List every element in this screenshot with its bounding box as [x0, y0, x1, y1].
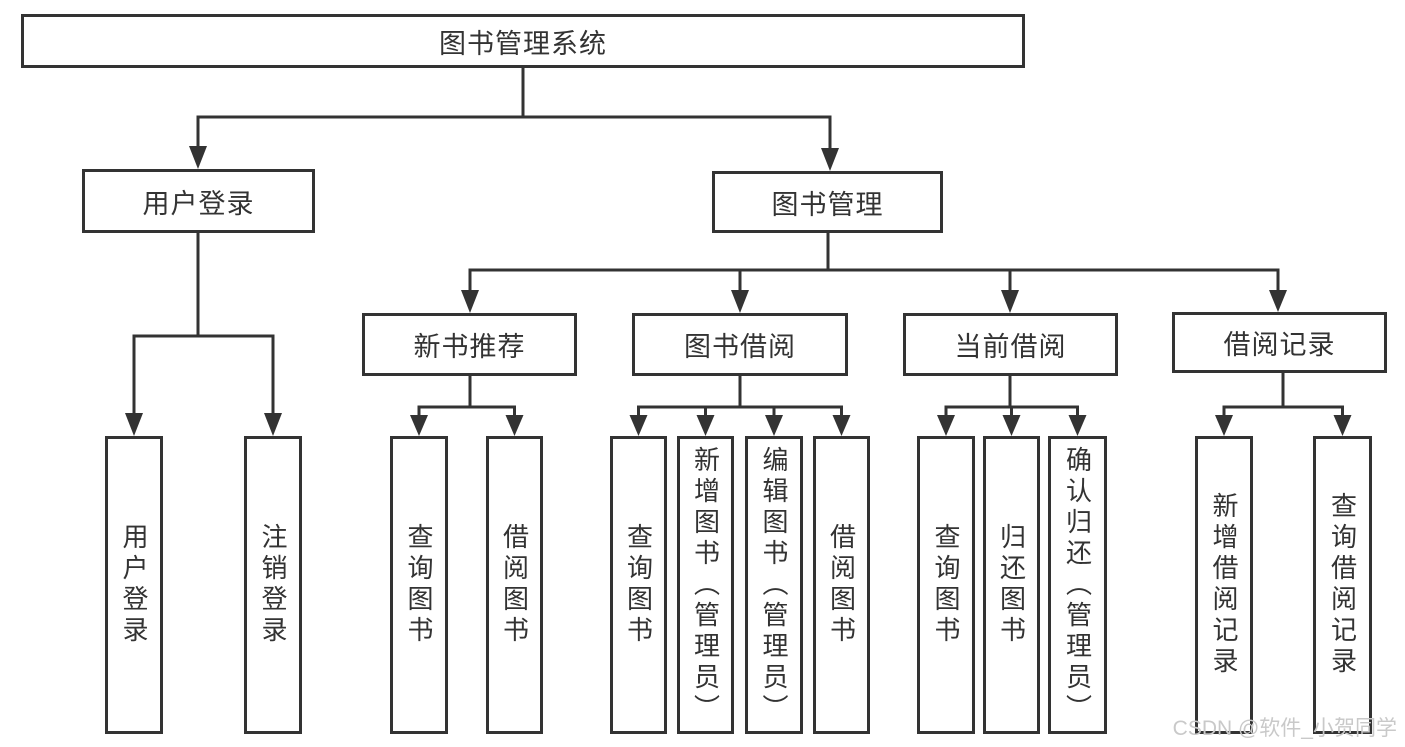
leaf-current-query-book-label: 查询图书	[931, 523, 961, 647]
leaf-recommend-query-book: 查询图书	[390, 436, 448, 734]
connector-root	[189, 68, 839, 171]
node-new-book-recommend: 新书推荐	[362, 313, 577, 376]
connector-book-borrow	[629, 376, 851, 436]
leaf-current-return-book: 归还图书	[983, 436, 1040, 734]
leaf-borrow-borrow-book: 借阅图书	[813, 436, 870, 734]
leaf-record-query-record-label: 查询借阅记录	[1327, 492, 1358, 678]
node-book-borrow: 图书借阅	[632, 313, 848, 376]
leaf-borrow-add-book-admin: 新增图书（管理员）	[677, 436, 734, 734]
leaf-current-return-book-label: 归还图书	[996, 523, 1027, 647]
leaf-user-login: 用户登录	[105, 436, 163, 734]
node-current-borrow: 当前借阅	[903, 313, 1118, 376]
leaf-borrow-edit-book-admin-label: 编辑图书（管理员）	[759, 445, 789, 725]
leaf-current-query-book: 查询图书	[917, 436, 975, 734]
leaf-recommend-query-book-label: 查询图书	[404, 523, 434, 647]
leaf-record-add-record: 新增借阅记录	[1195, 436, 1253, 734]
connector-new-book-recommend	[410, 376, 524, 436]
node-borrow-record: 借阅记录	[1172, 312, 1387, 373]
node-root-system: 图书管理系统	[21, 14, 1025, 68]
leaf-borrow-query-book-label: 查询图书	[623, 523, 654, 647]
csdn-watermark: CSDN @软件_小贺同学	[1172, 717, 1397, 740]
leaf-record-add-record-label: 新增借阅记录	[1209, 492, 1239, 678]
connector-user-login	[125, 233, 282, 436]
connector-book-mgmt	[461, 233, 1287, 313]
leaf-borrow-query-book: 查询图书	[610, 436, 667, 734]
leaf-recommend-borrow-book-label: 借阅图书	[499, 523, 530, 647]
leaf-borrow-edit-book-admin: 编辑图书（管理员）	[745, 436, 803, 734]
leaf-recommend-borrow-book: 借阅图书	[486, 436, 543, 734]
node-book-mgmt: 图书管理	[712, 171, 943, 233]
leaf-logout-label: 注销登录	[258, 523, 288, 647]
leaf-current-confirm-return-admin: 确认归还（管理员）	[1048, 436, 1107, 734]
node-user-login: 用户登录	[82, 169, 315, 233]
connector-current-borrow	[937, 376, 1087, 436]
leaf-record-query-record: 查询借阅记录	[1313, 436, 1372, 734]
leaf-borrow-borrow-book-label: 借阅图书	[826, 523, 857, 647]
leaf-borrow-add-book-admin-label: 新增图书（管理员）	[690, 445, 721, 725]
connector-borrow-record	[1215, 373, 1352, 436]
leaf-logout: 注销登录	[244, 436, 302, 734]
leaf-user-login-label: 用户登录	[119, 523, 149, 647]
leaf-current-confirm-return-admin-label: 确认归还（管理员）	[1062, 445, 1093, 725]
